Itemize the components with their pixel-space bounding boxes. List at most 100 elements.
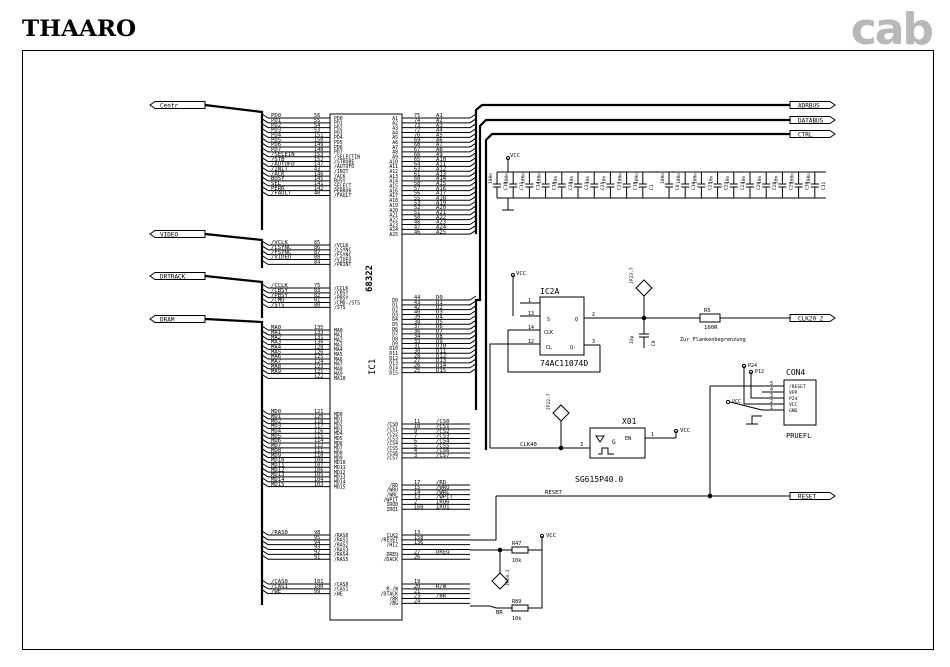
ic1-right-pin-number: 63 bbox=[414, 166, 420, 172]
con4-pin-number: 5 bbox=[770, 381, 773, 387]
ic1-left-signal: BUSY bbox=[271, 176, 285, 182]
ic1-right-pin-number: 6 bbox=[414, 439, 417, 445]
ic2a-feedback bbox=[507, 329, 601, 373]
ic1-left-pin-name: MA8 bbox=[334, 367, 343, 373]
ic1-left-signal: PD1 bbox=[271, 118, 281, 124]
cap-ref: C28 bbox=[772, 181, 778, 190]
con4-pin-number: 1 bbox=[770, 405, 773, 411]
ic1-right-pin-name: R-/W bbox=[386, 587, 398, 593]
ic1-left-signal: MD10 bbox=[271, 458, 284, 464]
ic1-left-pin-name: /RAS5 bbox=[334, 557, 349, 563]
ic1-left-pin-name: MD1 bbox=[334, 417, 343, 423]
ic1-right-pin-name: A21 bbox=[389, 213, 398, 219]
ic1-right-pin-name: A6 bbox=[392, 140, 398, 146]
ic1-right-pin-name: D10 bbox=[389, 346, 398, 352]
ic1-left-pin-number: 145 bbox=[314, 176, 323, 182]
port-ctrl-label: CTRL bbox=[798, 132, 813, 139]
ic1-right-signal: A4 bbox=[436, 128, 443, 134]
ic1-left-pin-number: 107 bbox=[314, 462, 323, 468]
ic1-right-pin-number: 58 bbox=[414, 181, 420, 187]
ic1-left-pin-number: 103 bbox=[314, 482, 323, 488]
ic1-right-pin-number: 19 bbox=[414, 579, 420, 585]
ic1-left-signal: MA3 bbox=[271, 340, 281, 346]
ic1-left-pin-number: 130 bbox=[314, 340, 323, 346]
ic1-left-signal: /CMD bbox=[271, 298, 285, 304]
ic2a-pin-number: 2 bbox=[592, 312, 595, 318]
ic1-left-pin-name: PD7 bbox=[334, 150, 343, 156]
ic1-left-pin-number: 117 bbox=[314, 424, 323, 430]
ic1-right-pin-number: 9 bbox=[414, 429, 417, 435]
ic1-right-signal: /WPIT bbox=[436, 495, 453, 501]
ic1-left-pin-name: MA6 bbox=[334, 357, 343, 363]
con4-vcc-wire bbox=[729, 401, 763, 411]
ic1-left-pin-number: 40 bbox=[314, 191, 320, 197]
r5-body bbox=[699, 313, 721, 323]
port-adrbus-label: ADRBUS bbox=[798, 103, 820, 110]
ic1-left-signal: /LSYNC bbox=[271, 245, 291, 251]
r47-vcc-wire bbox=[528, 536, 543, 551]
ic1-left-signal: /PBSY bbox=[271, 293, 288, 299]
ic1-right-pin-number: 26 bbox=[414, 363, 420, 369]
ic2a-pin-name: Q bbox=[575, 317, 578, 323]
ic1-left-pin-name: MD9 bbox=[334, 455, 343, 461]
ic1-right-signal: /RD bbox=[436, 480, 447, 486]
ic1-right-pin-number: 72 bbox=[414, 128, 420, 134]
ic1-left-pin-name: /RAS2 bbox=[334, 542, 349, 548]
ic1-left-pin-number: 55 bbox=[314, 118, 320, 124]
con4-pin-name: P24 bbox=[789, 396, 798, 402]
ic1-left-pin-name: MA4 bbox=[334, 347, 343, 353]
ic1-left-signal: PD4 bbox=[271, 133, 282, 139]
ic1-left-signal: PD6 bbox=[271, 142, 281, 148]
ic1-right-signal: D3 bbox=[436, 310, 443, 316]
ic1-right-pin-number: 37 bbox=[414, 324, 420, 330]
ic1-left-pin-name: PD6 bbox=[334, 145, 343, 151]
ic1-right-pin-number: 20 bbox=[414, 584, 420, 590]
ic1-right-pin-name: D3 bbox=[392, 312, 398, 318]
ic1-left-signal: MA2 bbox=[271, 335, 281, 341]
testpoint-mid bbox=[552, 404, 570, 422]
cap-value: 100n bbox=[634, 173, 640, 184]
ic1-right-pin-name: A15 bbox=[389, 184, 398, 190]
ic1-left-pin-name: PD5 bbox=[334, 140, 343, 146]
ic1-right-signal: A15 bbox=[436, 181, 446, 187]
ic1-left-signal: /FSYNC bbox=[271, 250, 291, 256]
ic1-left-pin-number: 99 bbox=[314, 589, 320, 595]
ic1-left-pin-number: 105 bbox=[314, 472, 323, 478]
ic1-right-signal: A17 bbox=[436, 191, 446, 197]
ic1-right-pin-number: 13 bbox=[414, 530, 420, 536]
ic1-left-pin-number: 120 bbox=[314, 414, 323, 420]
ic1-left-pin-name: /VCLK bbox=[334, 243, 349, 249]
ic1-left-pin-number: 126 bbox=[314, 349, 323, 355]
ic1-right-pin-number: 5 bbox=[414, 443, 417, 449]
ic1-left-pin-name: MA5 bbox=[334, 352, 343, 358]
ic1-left-signal: MA0 bbox=[271, 325, 281, 331]
ic1-right-pin-name: A14 bbox=[389, 179, 398, 185]
ic1-left-pin-name: PD2 bbox=[334, 125, 343, 131]
ic1-left-pin-number: 80 bbox=[314, 303, 320, 309]
ic1-right-pin-name: /CS1 bbox=[386, 427, 398, 433]
ic1-left-pin-name: /SELECTIN bbox=[334, 155, 360, 161]
ic1-right-signal: /CS1 bbox=[436, 424, 449, 430]
ic1-left-pin-name: MD11 bbox=[334, 465, 346, 471]
cap-value: 100n bbox=[790, 173, 796, 184]
ic1-left-signal: /AUTOFD bbox=[271, 162, 295, 168]
ic1-right-pin-name: D0 bbox=[392, 298, 398, 304]
ic1-right-pin-name: A24 bbox=[389, 227, 398, 233]
ic1-right-signal: R/W bbox=[436, 584, 447, 590]
ic1-right-pin-number: 51 bbox=[414, 210, 420, 216]
ic1-right-signal: A23 bbox=[436, 220, 446, 226]
ic1-left-signal: /RAS0 bbox=[271, 530, 288, 536]
ic1-left-pin-number: 101 bbox=[314, 579, 323, 585]
ic1-right-signal: A25 bbox=[436, 229, 446, 235]
ic1-left-signal: MA4 bbox=[271, 345, 282, 351]
ic1-left-pin-number: 75 bbox=[314, 283, 320, 289]
ic1-left-pin-name: MA10 bbox=[334, 376, 346, 382]
ic1-right-pin-name: A25 bbox=[389, 232, 398, 238]
ic1-left-pin-name: /CAS0 bbox=[334, 582, 349, 588]
ic1-left-signal: MD1 bbox=[271, 414, 281, 420]
ic1-right-pin-number: 47 bbox=[414, 225, 420, 231]
ic1-left-signal: MD2 bbox=[271, 419, 281, 425]
ic1-right-signal: /CS2 bbox=[436, 429, 449, 435]
ic1-right-pin-name: /WPIT bbox=[384, 497, 399, 503]
ic2a-pin-number: 3 bbox=[592, 339, 595, 345]
